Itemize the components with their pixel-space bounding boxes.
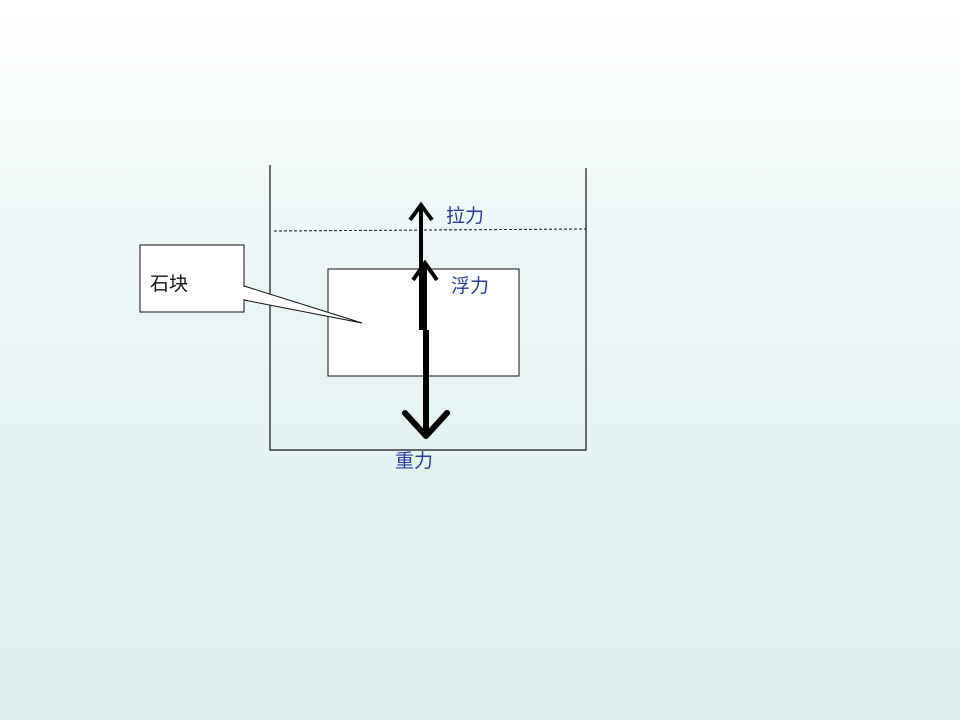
gravity-label: 重力 [395,450,433,472]
water-surface-line [273,228,587,232]
tension-label: 拉力 [446,205,484,227]
gravity-arrow [402,330,450,439]
buoyancy-arrow [411,259,439,330]
container-outline [269,165,587,451]
buoyancy-label: 浮力 [451,275,489,297]
stone-callout: 石块 [139,244,363,324]
callout-box [139,244,245,313]
callout-label: 石块 [150,273,188,295]
